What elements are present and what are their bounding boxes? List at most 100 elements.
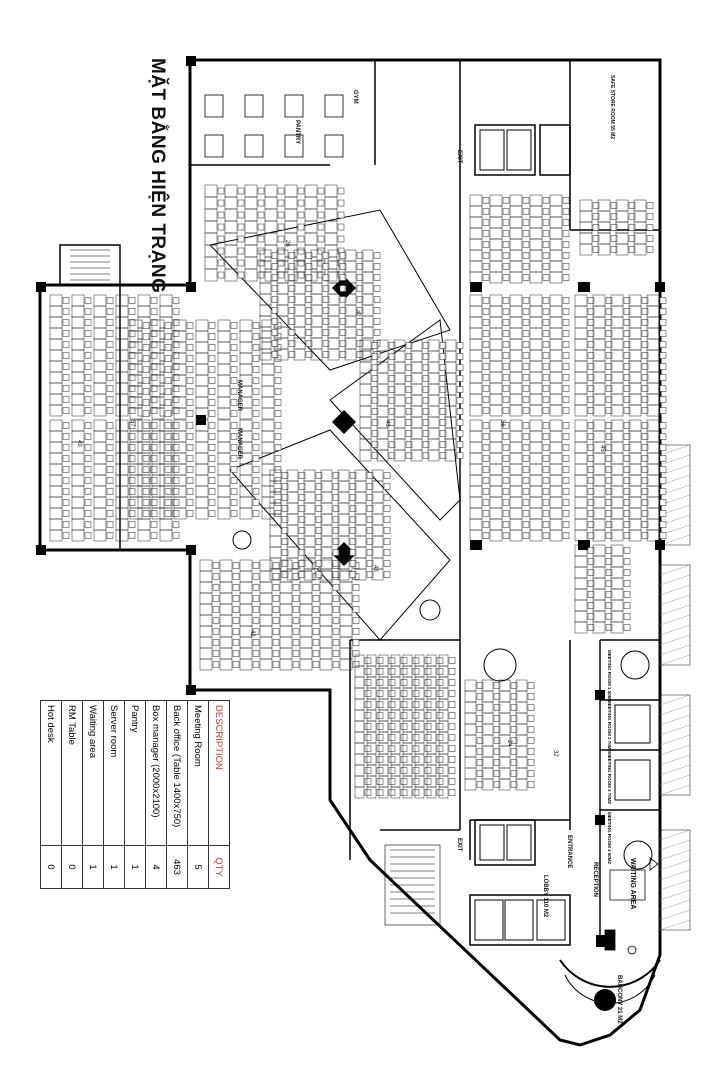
chair [84, 319, 92, 326]
chair [305, 296, 313, 303]
chair [502, 499, 510, 506]
desk [49, 327, 63, 340]
desk [646, 338, 660, 351]
chair [230, 377, 238, 384]
chair [252, 388, 260, 395]
chair [292, 661, 300, 668]
desk [299, 581, 313, 594]
chair [522, 319, 530, 326]
chair [659, 341, 667, 348]
desk [344, 326, 357, 339]
desk [261, 407, 275, 420]
chair [493, 737, 501, 744]
zone-number: 42 [354, 310, 360, 317]
desk [549, 349, 563, 362]
desk [481, 712, 494, 725]
desk [159, 529, 173, 542]
desk [515, 756, 528, 769]
chair [482, 319, 490, 326]
desk [204, 220, 218, 234]
chair [371, 375, 379, 382]
chair [587, 499, 595, 506]
chair [592, 235, 600, 242]
legend-desc: Waiting area [82, 700, 104, 846]
chair [439, 441, 447, 448]
chair [527, 759, 535, 766]
desk [217, 363, 231, 376]
desk [464, 734, 477, 747]
chair [482, 407, 490, 414]
desk [615, 243, 629, 256]
chair [349, 516, 357, 523]
desk [239, 341, 253, 354]
desk [646, 393, 660, 406]
chair [232, 639, 240, 646]
chair [349, 571, 357, 578]
chair [400, 767, 408, 774]
chair [646, 246, 654, 253]
desk [261, 485, 275, 498]
desk [592, 485, 606, 498]
desk [549, 371, 563, 384]
chair [150, 363, 158, 370]
chair [292, 584, 300, 591]
chair [605, 558, 613, 565]
chair [400, 668, 408, 675]
chair [297, 199, 305, 207]
desk [320, 502, 333, 515]
chair [510, 704, 518, 711]
chair [383, 516, 391, 523]
chair [128, 433, 136, 440]
legend-qty: 0 [40, 845, 62, 889]
desk [646, 360, 660, 373]
chair [84, 297, 92, 304]
desk [610, 621, 624, 634]
desk [115, 452, 129, 465]
chair [281, 516, 289, 523]
chair [376, 723, 384, 730]
chair [212, 639, 220, 646]
desk [498, 745, 511, 758]
legend-desc: RM Table [61, 700, 83, 846]
desk [261, 374, 275, 387]
chair [522, 197, 530, 204]
chair [422, 386, 430, 393]
desk [115, 393, 129, 406]
chair [84, 374, 92, 381]
chair [587, 569, 595, 576]
chair [62, 433, 70, 440]
desk [359, 383, 372, 396]
desk [592, 610, 606, 623]
pantry-table [244, 134, 264, 158]
chair [364, 734, 372, 741]
chair [252, 606, 260, 613]
desk [320, 469, 333, 482]
desk [204, 232, 218, 246]
desk [481, 745, 494, 758]
chair [383, 549, 391, 556]
chair [366, 527, 374, 534]
desk [293, 348, 306, 361]
desk [481, 723, 494, 736]
desk [337, 568, 350, 581]
desk [469, 271, 483, 284]
desk [219, 570, 233, 583]
chair [527, 715, 535, 722]
chair [339, 307, 347, 314]
chair [456, 342, 464, 349]
chair [356, 307, 364, 314]
chair [502, 352, 510, 359]
chair [383, 571, 391, 578]
chair [424, 756, 432, 763]
chair [623, 330, 631, 337]
desk [410, 383, 423, 396]
desk [159, 305, 173, 318]
zone-number: 56 [499, 420, 505, 427]
chair [106, 422, 114, 429]
desk [49, 382, 63, 395]
desk [337, 502, 350, 515]
chair [610, 246, 618, 253]
chair [332, 639, 340, 646]
chair [208, 444, 216, 451]
chair [623, 466, 631, 473]
